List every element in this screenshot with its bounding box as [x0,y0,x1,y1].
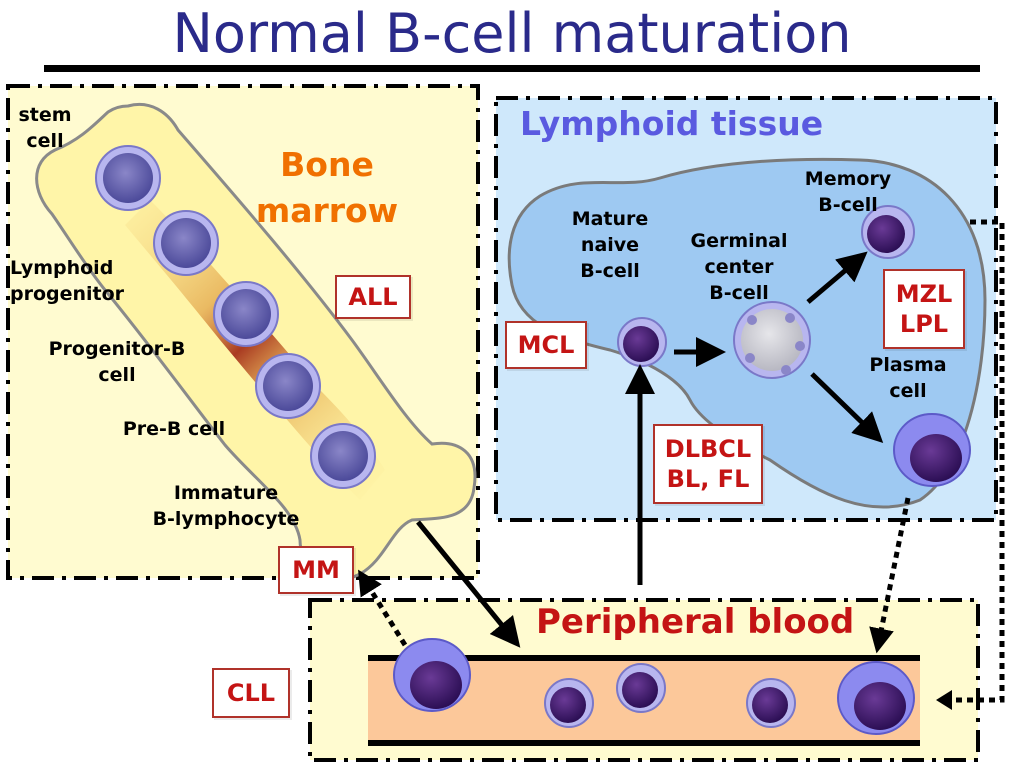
title-underline [44,65,980,72]
bone-marrow-label-line2: marrow [255,191,399,230]
dlbcl-bl-fl-box: DLBCL BL, FL [653,424,763,504]
mzl-lpl-box: MZL LPL [883,269,965,349]
blood-mm-cell [393,638,471,712]
germinal-center-b-cell-label-line2: center [704,256,774,278]
cll-box: CLL [212,668,290,718]
mature-naive-b-cell-label-line2: naive [580,234,640,256]
germinal-center-b-cell [733,301,811,379]
lymphoid-progenitor-label-line2: progenitor [10,283,125,305]
immature-b-lymphocyte-label-line2: B-lymphocyte [152,508,300,530]
memory-b-cell-label: Memory B-cell [800,166,896,218]
immature-b-lymphocyte-label-line1: Immature [173,482,279,504]
mature-naive-b-cell-label: Mature naive B-cell [560,206,660,284]
peripheral-blood-label: Peripheral blood [536,602,855,642]
mature-naive-b-cell-label-line3: B-cell [580,260,640,282]
lpl-label: LPL [899,310,949,338]
blood-b-cell-1 [544,678,594,728]
memory-return-arrowhead [936,690,952,710]
plasma-cell [893,413,971,487]
page-title: Normal B-cell maturation [172,2,852,65]
blood-to-marrow-dotted-arrow [358,569,408,647]
plasma-cell-label-line1: Plasma [869,354,947,376]
blood-vessel-top-wall [368,655,920,661]
mm-box: MM [278,546,354,594]
pre-b-cell-label-line1: Pre-B cell [122,418,226,440]
memory-b-cell-label-line2: B-cell [818,194,878,216]
blood-vessel-bottom-wall [368,740,920,746]
bone-marrow-label: Bone marrow [252,142,402,234]
progenitor-b-cell [213,281,279,347]
bone-marrow-label-line1: Bone [280,145,374,184]
mcl-box: MCL [505,321,587,369]
mature-naive-b-cell-label-line1: Mature [571,208,649,230]
lymphoid-tissue-label: Lymphoid tissue [520,104,824,143]
all-box: ALL [335,275,411,319]
plasma-to-blood-dotted-arrow [869,497,911,654]
mature-naive-b-cell [617,317,667,367]
lymphoid-progenitor-label: Lymphoid progenitor [10,255,124,307]
lymphoid-progenitor-cell [153,210,219,276]
lymphoid-progenitor-label-line1: Lymphoid [10,257,114,279]
germinal-to-plasma-arrow [810,372,884,443]
stem-cell-label: stem cell [14,102,76,154]
pre-b-cell [255,353,321,419]
blood-plasma-cell [837,661,915,735]
blood-b-cell-3 [746,678,796,728]
plasma-cell-label: Plasma cell [866,352,950,404]
immature-b-lymphocyte-cell [310,423,376,489]
marrow-to-blood-arrow [416,520,521,648]
memory-return-dotted-line [948,219,1005,703]
immature-b-lymphocyte-label: Immature B-lymphocyte [146,480,306,532]
pre-b-cell-label: Pre-B cell [112,416,236,442]
dlbcl-label: DLBCL [664,435,752,463]
bl-fl-label: BL, FL [666,465,750,493]
progenitor-b-cell-label-line2: cell [98,364,136,386]
stem-cell-label-line1: stem [18,104,72,126]
progenitor-b-cell-label-line1: Progenitor-B [48,338,186,360]
blood-b-cell-2 [616,663,666,713]
memory-b-cell-label-line1: Memory [804,168,892,190]
stem-cell-label-line2: cell [26,130,64,152]
stem-cell [95,145,161,211]
germinal-center-b-cell-label-line3: B-cell [709,282,769,304]
germinal-to-memory-arrow [806,251,868,304]
germinal-center-b-cell-label-line1: Germinal [690,230,788,252]
progenitor-b-cell-label: Progenitor-B cell [42,336,192,388]
memory-b-cell [861,205,915,259]
germinal-center-b-cell-label: Germinal center B-cell [686,228,792,306]
mzl-label: MZL [895,280,953,308]
plasma-cell-label-line2: cell [889,380,927,402]
